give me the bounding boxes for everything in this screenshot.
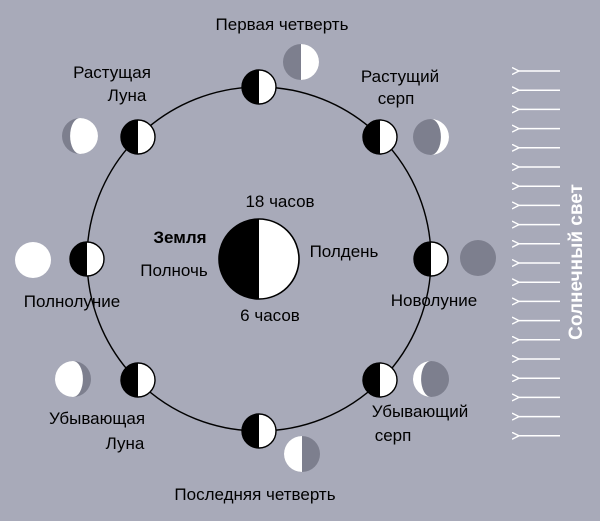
orbit-moons: [69, 69, 449, 449]
waxing-moon-view: [62, 118, 98, 154]
waning-crescent-label-2: серп: [375, 426, 412, 445]
waxing-crescent-label-2: серп: [378, 89, 415, 108]
orbit-moon: [241, 69, 277, 105]
midnight-label: Полночь: [140, 261, 208, 280]
earth-label: Земля: [153, 228, 206, 247]
moon-appearances: [15, 44, 496, 472]
waning-moon-view: [55, 361, 91, 397]
orbit-moon: [362, 119, 398, 155]
waxing-moon-label-1: Растущая: [73, 63, 151, 82]
new-moon-view: [460, 240, 496, 276]
earth: [218, 218, 300, 300]
waning-crescent-label-1: Убывающий: [372, 402, 468, 421]
noon-label: Полдень: [310, 242, 379, 261]
last-quarter-view: [284, 436, 320, 472]
waxing-moon-label-2: Луна: [108, 86, 147, 105]
first-quarter-label: Первая четверть: [216, 15, 349, 34]
waxing-crescent-label-1: Растущий: [361, 67, 439, 86]
sunlight-arrows: [519, 71, 560, 436]
waxing-crescent-view: [413, 119, 449, 155]
waning-crescent-view: [413, 361, 449, 397]
orbit-moon: [362, 362, 398, 398]
new-moon-label: Новолуние: [391, 291, 477, 310]
hour6-label: 6 часов: [240, 306, 300, 325]
orbit-moon: [413, 241, 449, 277]
last-quarter-label: Последняя четверть: [174, 485, 335, 504]
orbit-moon: [120, 119, 156, 155]
earth-night-side: [219, 219, 259, 299]
orbit-moon: [241, 413, 277, 449]
waning-moon-label-2: Луна: [106, 434, 145, 453]
orbit-moon: [69, 241, 105, 277]
sunlight-label: Солнечный свет: [566, 184, 587, 340]
hour18-label: 18 часов: [245, 192, 314, 211]
full-moon-label: Полнолуние: [24, 292, 120, 311]
orbit-moon: [120, 362, 156, 398]
full-moon-view: [15, 242, 51, 278]
first-quarter-view: [283, 44, 319, 80]
waning-moon-label-1: Убывающая: [49, 409, 145, 428]
